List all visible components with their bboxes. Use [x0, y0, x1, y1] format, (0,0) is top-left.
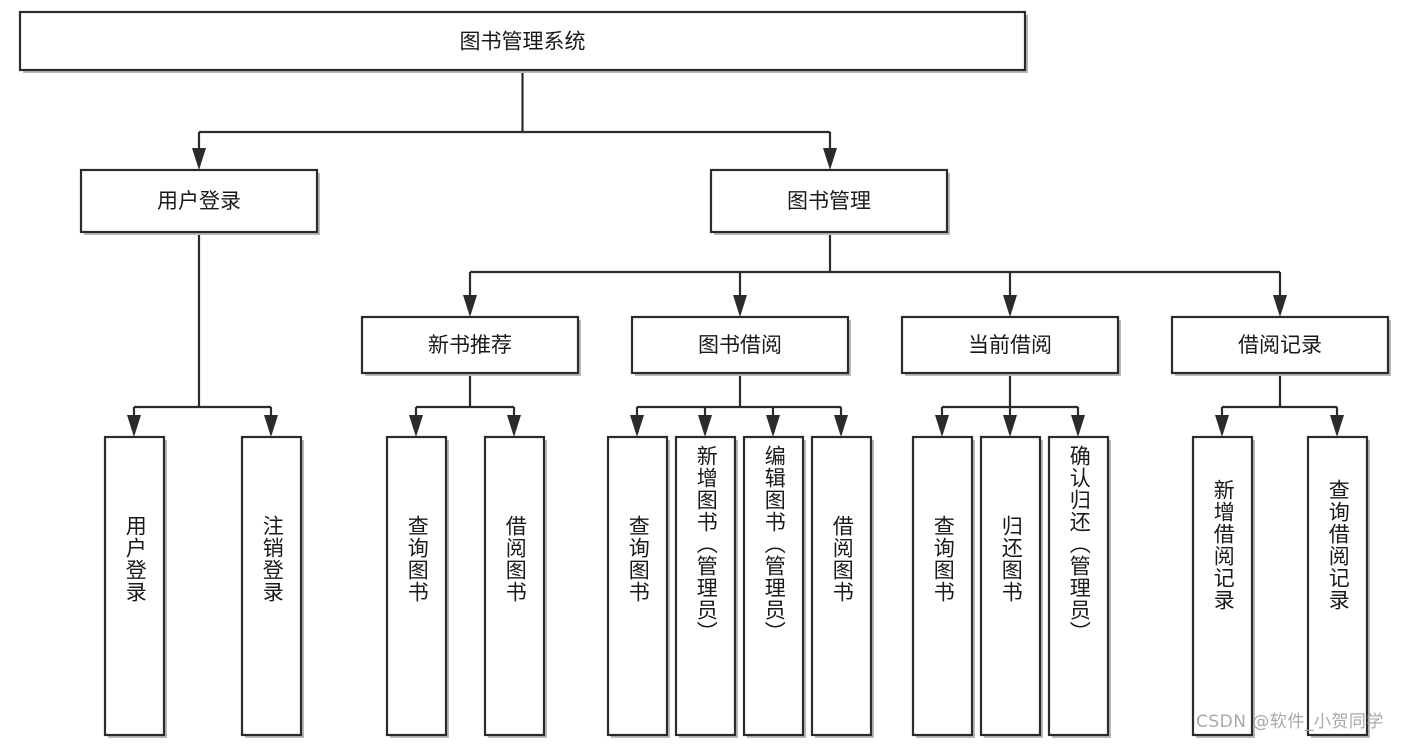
node-borrow-record-label: 借阅记录 — [1238, 333, 1322, 357]
leaf-label-borrow-book-nb: 借阅图书 — [503, 515, 528, 603]
connectors-layer — [127, 70, 1344, 437]
node-leaf-add-book-admin[interactable] — [674, 435, 737, 737]
leaf-label-query-book-cb: 查询图书 — [931, 515, 956, 603]
node-leaf-borrow-book-nb[interactable] — [483, 435, 546, 737]
leaf-label-add-book-admin: 新增图书（管理员） — [694, 445, 719, 643]
node-leaf-add-borrow-record[interactable] — [1191, 435, 1254, 737]
leaf-label-add-borrow-record: 新增借阅记录 — [1211, 479, 1236, 611]
node-root[interactable]: 图书管理系统 — [18, 10, 1027, 72]
arrow-head-book-management — [823, 148, 837, 170]
node-new-book-recommend[interactable]: 新书推荐 — [360, 315, 580, 375]
leaf-label-cell-user-login: 用户登录 — [105, 437, 164, 735]
leaf-label-query-borrow-record: 查询借阅记录 — [1326, 479, 1351, 611]
leaf-label-cell-return-book: 归还图书 — [981, 437, 1040, 735]
node-book-borrow-label: 图书借阅 — [698, 333, 782, 357]
node-current-borrow[interactable]: 当前借阅 — [900, 315, 1120, 375]
arrow-head-leaf-borrow-book-bb — [834, 415, 848, 437]
leaf-label-cell-query-book-nb: 查询图书 — [387, 437, 446, 735]
node-root-label: 图书管理系统 — [460, 30, 586, 54]
arrow-head-leaf-borrow-book-nb — [507, 415, 521, 437]
node-leaf-query-borrow-record[interactable] — [1306, 435, 1369, 737]
node-leaf-query-book-nb[interactable] — [385, 435, 448, 737]
leaf-label-cell-query-book-bb: 查询图书 — [608, 437, 667, 735]
arrow-head-leaf-user-login — [127, 415, 141, 437]
node-leaf-confirm-return[interactable] — [1047, 435, 1110, 737]
nodes-layer: 图书管理系统 用户登录 图书管理 新书推荐 图书借阅 当前借阅 — [18, 10, 1390, 737]
leaf-label-query-book-bb: 查询图书 — [626, 515, 651, 603]
arrow-head-leaf-query-borrow-record — [1330, 415, 1344, 437]
node-new-book-recommend-label: 新书推荐 — [428, 333, 512, 357]
leaf-label-logout: 注销登录 — [260, 515, 285, 603]
arrow-head-leaf-confirm-return — [1071, 415, 1085, 437]
arrow-head-leaf-query-book-cb — [935, 415, 949, 437]
node-leaf-return-book[interactable] — [979, 435, 1042, 737]
arrow-head-user-login — [192, 148, 206, 170]
arrow-head-new-book-recommend — [463, 295, 477, 317]
arrow-head-leaf-return-book — [1003, 415, 1017, 437]
leaf-label-cell-add-book-admin: 新增图书（管理员） — [676, 437, 735, 735]
leaf-label-borrow-book-bb: 借阅图书 — [830, 515, 855, 603]
node-leaf-edit-book-admin[interactable] — [742, 435, 805, 737]
arrow-head-leaf-add-borrow-record — [1215, 415, 1229, 437]
arrow-head-borrow-record — [1273, 295, 1287, 317]
node-book-management-label: 图书管理 — [787, 189, 871, 213]
node-book-borrow[interactable]: 图书借阅 — [630, 315, 850, 375]
arrow-head-leaf-query-book-bb — [630, 415, 644, 437]
node-leaf-user-login[interactable] — [103, 435, 166, 737]
leaf-label-cell-edit-book-admin: 编辑图书（管理员） — [744, 437, 803, 735]
node-borrow-record[interactable]: 借阅记录 — [1170, 315, 1390, 375]
node-leaf-query-book-cb[interactable] — [911, 435, 974, 737]
node-user-login-label: 用户登录 — [157, 189, 241, 213]
csdn-watermark: CSDN @软件_小贺同学 — [1196, 712, 1384, 732]
leaf-label-confirm-return: 确认归还（管理员） — [1067, 445, 1092, 643]
leaf-label-cell-confirm-return: 确认归还（管理员） — [1049, 437, 1108, 735]
node-user-login[interactable]: 用户登录 — [79, 168, 319, 234]
leaf-label-return-book: 归还图书 — [999, 515, 1024, 603]
arrow-head-leaf-edit-book-admin — [766, 415, 780, 437]
leaf-label-edit-book-admin: 编辑图书（管理员） — [762, 445, 787, 643]
arrow-head-leaf-add-book-admin — [698, 415, 712, 437]
leaf-label-cell-borrow-book-bb: 借阅图书 — [812, 437, 871, 735]
node-book-management[interactable]: 图书管理 — [709, 168, 949, 234]
leaf-label-cell-add-borrow-record: 新增借阅记录 — [1193, 437, 1252, 735]
leaf-label-cell-logout: 注销登录 — [242, 437, 301, 735]
node-leaf-logout[interactable] — [240, 435, 303, 737]
arrow-head-book-borrow — [733, 295, 747, 317]
node-leaf-query-book-bb[interactable] — [606, 435, 669, 737]
arrow-head-leaf-logout — [264, 415, 278, 437]
node-current-borrow-label: 当前借阅 — [968, 333, 1052, 357]
arrow-head-current-borrow — [1003, 295, 1017, 317]
node-leaf-borrow-book-bb[interactable] — [810, 435, 873, 737]
leaf-label-query-book-nb: 查询图书 — [405, 515, 430, 603]
leaf-label-user-login: 用户登录 — [123, 515, 148, 603]
arrow-head-leaf-query-book-nb — [409, 415, 423, 437]
leaf-label-cell-query-borrow-record: 查询借阅记录 — [1308, 437, 1367, 735]
leaf-label-cell-borrow-book-nb: 借阅图书 — [485, 437, 544, 735]
leaf-label-cell-query-book-cb: 查询图书 — [913, 437, 972, 735]
